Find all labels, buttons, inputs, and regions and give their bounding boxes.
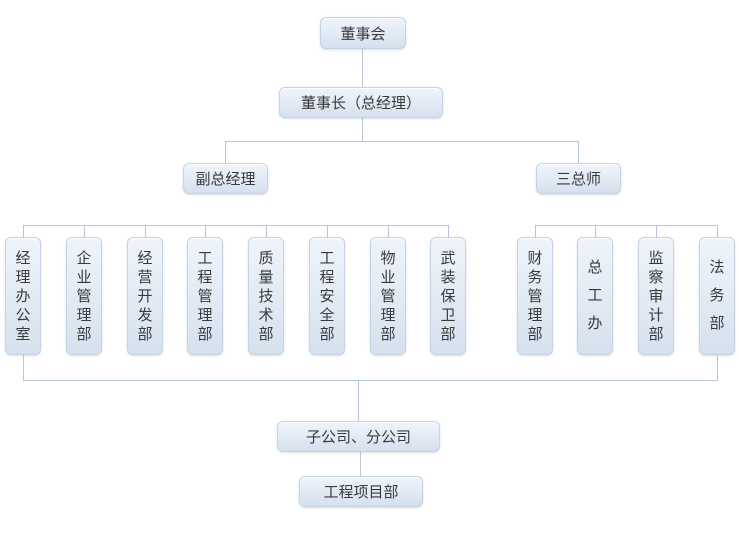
node-label: 物业管理部 [380, 249, 396, 343]
connector-level3-rail [225, 141, 579, 142]
dept-enterprise-management: 企业管理部 [66, 237, 102, 355]
node-deputy-general-manager: 副总经理 [183, 163, 268, 194]
connector-right-group-rail [535, 225, 718, 226]
node-label: 企业管理部 [76, 249, 92, 343]
dept-engineering-safety: 工程安全部 [309, 237, 345, 355]
connector-stub-dept [205, 225, 206, 237]
connector-stub-dept [448, 225, 449, 237]
dept-supervision-audit: 监察审计部 [638, 237, 674, 355]
node-subsidiaries-branches: 子公司、分公司 [277, 421, 440, 452]
node-three-chief-engineers: 三总师 [536, 163, 621, 194]
connector-stub-dept [266, 225, 267, 237]
node-label: 法务部 [709, 259, 725, 332]
node-engineering-project-dept: 工程项目部 [299, 476, 423, 507]
connector-stub-dept [388, 225, 389, 237]
node-label: 董事长（总经理） [300, 95, 421, 112]
node-label: 工程管理部 [197, 249, 213, 343]
node-label: 副总经理 [195, 171, 256, 188]
dept-finance-management: 财务管理部 [517, 237, 553, 355]
connector-bottom-riser-right [717, 355, 718, 380]
node-chairman: 董事长（总经理） [279, 87, 443, 118]
connector-stub-dept [595, 225, 596, 237]
node-label: 董事会 [340, 25, 386, 43]
node-label: 子公司、分公司 [305, 429, 411, 446]
connector-stub-dept [23, 225, 24, 237]
dept-business-development: 经营开发部 [127, 237, 163, 355]
node-label: 经营开发部 [137, 249, 153, 343]
node-label: 质量技术部 [258, 249, 274, 343]
connector-stub-dept [535, 225, 536, 237]
connector-stub-deputy [225, 141, 226, 163]
node-label: 总工办 [587, 259, 603, 332]
connector-chairman-stem [362, 117, 363, 141]
connector-subsidiaries-project [360, 452, 361, 476]
connector-stub-dept [717, 225, 718, 237]
node-label: 工程项目部 [323, 484, 399, 501]
connector-left-group-rail [23, 225, 449, 226]
node-label: 工程安全部 [319, 249, 335, 343]
node-label: 经理办公室 [15, 249, 31, 343]
dept-manager-office: 经理办公室 [5, 237, 41, 355]
connector-bottom-riser-left [23, 355, 24, 380]
connector-subsidiaries-drop [358, 380, 359, 421]
node-label: 财务管理部 [527, 249, 543, 343]
connector-stub-chiefs [578, 141, 579, 163]
connector-stub-dept [656, 225, 657, 237]
connector-stub-dept [145, 225, 146, 237]
node-board: 董事会 [320, 17, 406, 49]
dept-chief-engineer-office: 总工办 [577, 237, 613, 355]
dept-quality-technology: 质量技术部 [248, 237, 284, 355]
dept-armed-security: 武装保卫部 [430, 237, 466, 355]
connector-stub-dept [84, 225, 85, 237]
connector-stub-dept [327, 225, 328, 237]
connector-board-chairman [362, 49, 363, 87]
node-label: 三总师 [555, 171, 601, 188]
dept-engineering-management: 工程管理部 [187, 237, 223, 355]
node-label: 监察审计部 [648, 249, 664, 343]
connector-bottom-rail [23, 380, 718, 381]
dept-property-management: 物业管理部 [370, 237, 406, 355]
dept-legal-affairs: 法务部 [699, 237, 735, 355]
node-label: 武装保卫部 [440, 249, 456, 343]
